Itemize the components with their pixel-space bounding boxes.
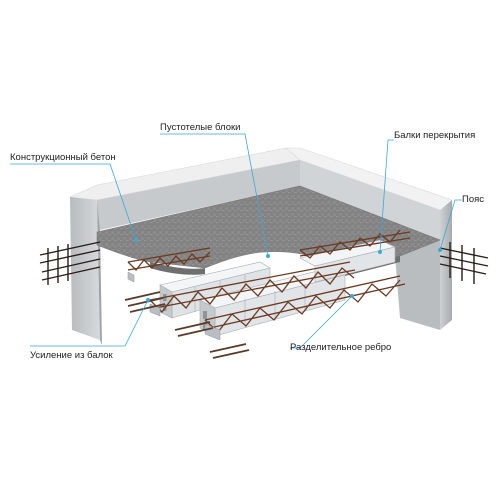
leader-floor-beams xyxy=(379,139,394,253)
rebar-left xyxy=(39,241,101,285)
leader-separating-rib xyxy=(290,295,353,349)
label-structural-concrete: Конструкционный бетон xyxy=(10,152,116,163)
left-wall-outer-face xyxy=(70,197,100,340)
leader-hollow-blocks xyxy=(160,133,269,257)
reinforcement-bars xyxy=(124,291,250,359)
leader-structural-concrete xyxy=(10,163,137,241)
truss-beam-1 xyxy=(127,247,211,271)
leader-belt xyxy=(439,199,462,251)
truss-beam-3 xyxy=(204,275,406,333)
leader-dots xyxy=(134,238,442,302)
right-wall-front xyxy=(395,240,440,330)
rebar-right xyxy=(439,242,489,284)
right-wall-inner-face xyxy=(300,160,440,240)
label-hollow-blocks: Пустотелые блоки xyxy=(160,122,241,133)
leader-beam-reinforcement xyxy=(30,299,149,347)
truss-beam-4 xyxy=(299,229,411,259)
leader-lines xyxy=(10,133,462,349)
label-floor-beams: Балки перекрытия xyxy=(394,130,476,141)
label-belt: Пояс xyxy=(462,194,485,205)
walls xyxy=(68,147,453,345)
truss-beam-2 xyxy=(149,261,356,313)
back-wall-inner-face xyxy=(97,160,300,230)
truss-beams xyxy=(127,229,411,333)
label-separating-rib: Разделительное ребро xyxy=(290,342,392,353)
label-beam-reinforcement: Усиление из балок xyxy=(30,350,113,361)
